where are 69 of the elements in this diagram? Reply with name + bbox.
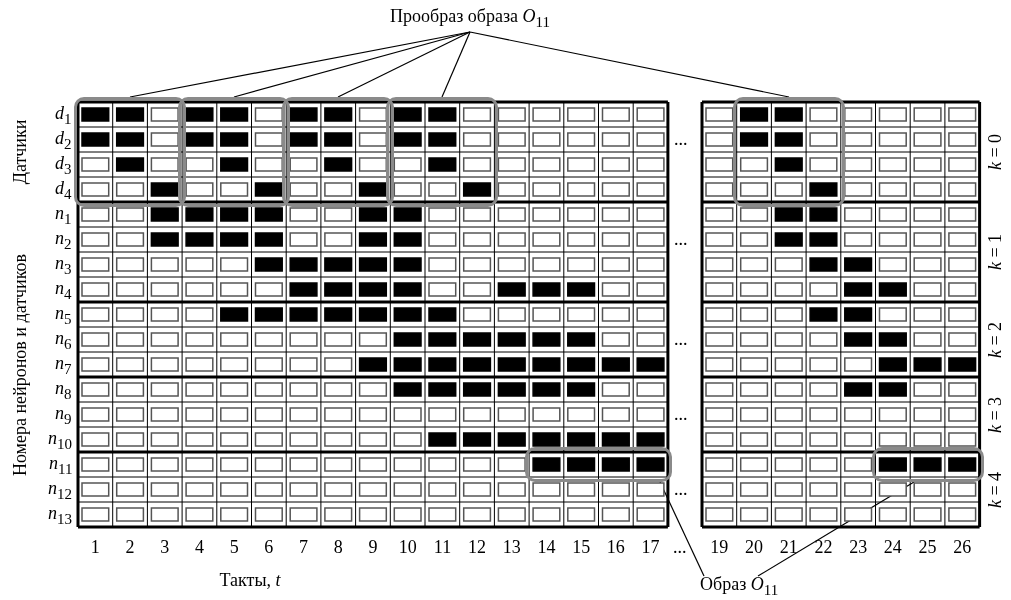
group-label: k = 1 <box>985 233 1006 271</box>
column-number: 10 <box>398 537 417 557</box>
column-number: 21 <box>779 537 798 557</box>
column-number: 12 <box>468 537 487 557</box>
row-label: n$_{4}$ <box>55 278 72 304</box>
column-number: 9 <box>368 537 378 557</box>
row-label: d$_{2}$ <box>55 128 72 154</box>
ellipsis: ... <box>674 329 688 349</box>
column-number: 2 <box>125 537 135 557</box>
axis-title: Такты, t <box>219 570 281 590</box>
leader-line <box>441 31 471 98</box>
row-label: n$_{10}$ <box>48 428 72 454</box>
row-label: d$_{1}$ <box>55 103 72 129</box>
group-outline <box>178 97 291 207</box>
row-label: n$_{11}$ <box>49 453 73 479</box>
row-label: d$_{3}$ <box>55 153 72 179</box>
ellipsis: ... <box>674 229 688 249</box>
group-outline <box>525 447 672 482</box>
ellipsis: ... <box>674 129 688 149</box>
leader-line <box>233 31 471 98</box>
group-outline <box>386 97 499 207</box>
group-label: k = 2 <box>985 321 1006 358</box>
row-label: n$_{2}$ <box>55 228 72 254</box>
group-label: k = 0 <box>985 133 1006 171</box>
leader-line <box>469 31 790 98</box>
column-number: 8 <box>333 537 343 557</box>
column-number: 26 <box>953 537 972 557</box>
axis-title: Датчики <box>9 119 30 185</box>
column-number: 1 <box>90 537 100 557</box>
row-label: n$_{5}$ <box>55 303 72 329</box>
column-number: 23 <box>849 537 868 557</box>
row-label: n$_{1}$ <box>55 203 72 229</box>
column-number: 6 <box>264 537 274 557</box>
column-number: 3 <box>160 537 170 557</box>
column-number: 4 <box>194 537 204 557</box>
column-number: ... <box>673 537 687 557</box>
ellipsis: ... <box>674 404 688 424</box>
row-label: n$_{13}$ <box>48 503 72 529</box>
column-number: 19 <box>710 537 729 557</box>
axis-title: Номера нейронов и датчиков <box>10 253 31 476</box>
column-number: 7 <box>299 537 309 557</box>
row-label: d$_{4}$ <box>55 178 72 204</box>
row-label: n$_{6}$ <box>55 328 72 354</box>
group-outline <box>732 97 845 207</box>
column-number: 17 <box>641 537 660 557</box>
column-number: 22 <box>814 537 833 557</box>
column-number: 11 <box>433 537 452 557</box>
group-outline <box>282 97 395 207</box>
callout-label: Образ O$_{11}$ <box>700 574 779 600</box>
column-number: 16 <box>606 537 625 557</box>
row-label: n$_{8}$ <box>55 378 72 404</box>
group-outline <box>74 97 187 207</box>
row-label: n$_{9}$ <box>55 403 72 429</box>
group-label: k = 4 <box>985 471 1006 508</box>
column-number: 20 <box>745 537 764 557</box>
leader-line <box>337 31 471 98</box>
column-number: 5 <box>229 537 239 557</box>
row-label: n$_{12}$ <box>48 478 72 504</box>
column-number: 13 <box>502 537 521 557</box>
column-number: 25 <box>918 537 937 557</box>
column-number: 15 <box>572 537 591 557</box>
ellipsis: ... <box>674 479 688 499</box>
row-label: n$_{7}$ <box>55 353 72 379</box>
group-label: k = 3 <box>985 396 1006 433</box>
column-number: 14 <box>537 537 556 557</box>
group-outline <box>871 447 984 482</box>
column-number: 24 <box>883 537 902 557</box>
callout-label: Прообраз образа O$_{11}$ <box>390 6 550 32</box>
row-label: n$_{3}$ <box>55 253 72 279</box>
